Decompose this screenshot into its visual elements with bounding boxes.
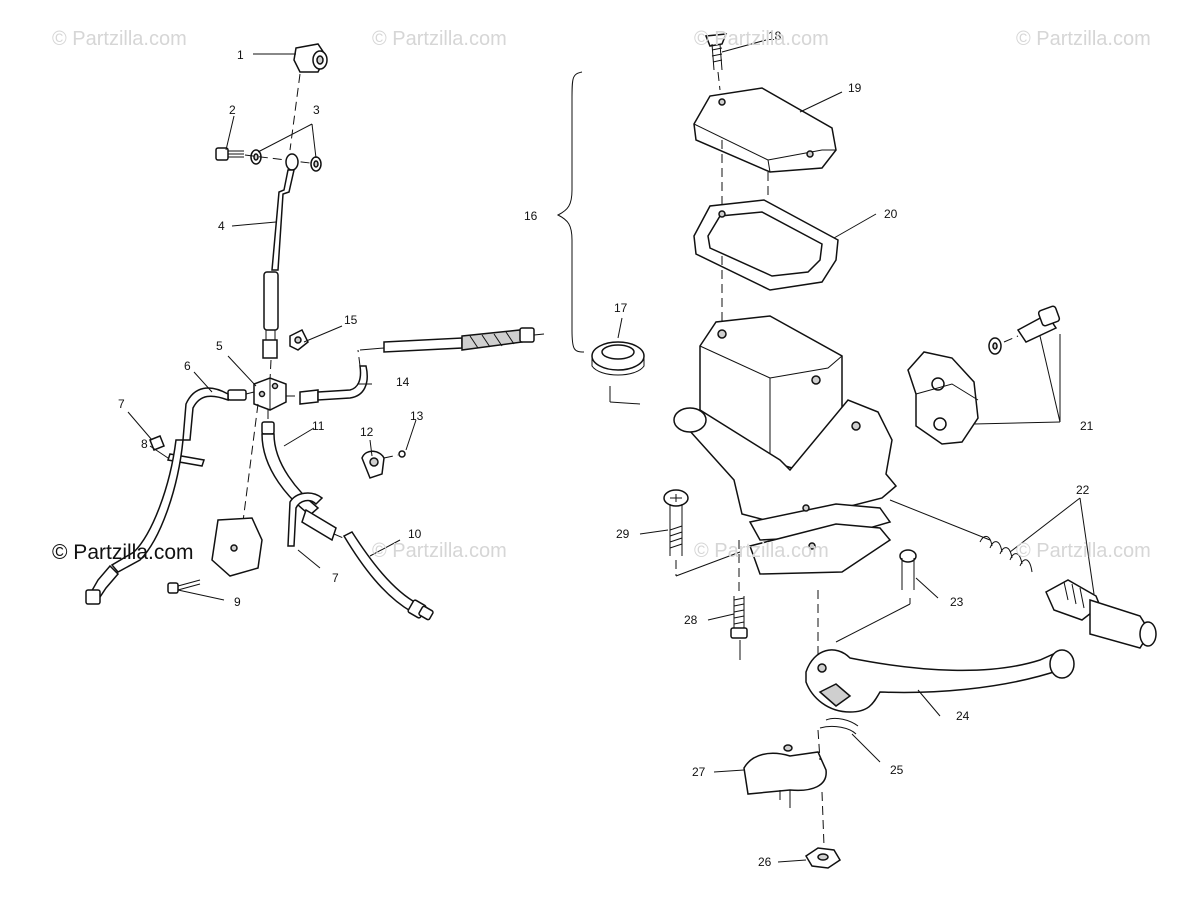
part-24-brake-lever[interactable] [805, 649, 1075, 713]
part-11-brake-hose[interactable] [261, 410, 337, 542]
watermark: © Partzilla.com [1016, 28, 1151, 50]
part-9-bolt[interactable] [167, 517, 263, 594]
callout-2: 2 [229, 103, 236, 117]
callout-12: 12 [360, 425, 374, 439]
callout-23: 23 [950, 595, 964, 609]
part-21-bolt[interactable] [988, 305, 1061, 355]
watermark-foreground: © Partzilla.com [52, 541, 194, 564]
callout-7a: 7 [118, 397, 125, 411]
callout-28: 28 [684, 613, 698, 627]
watermark: © Partzilla.com [694, 28, 829, 50]
callout-22: 22 [1076, 483, 1090, 497]
part-20-gasket[interactable] [693, 199, 839, 291]
part-7-hose-clip-right[interactable] [287, 492, 324, 547]
part-10-brake-hose[interactable] [333, 531, 434, 621]
part-5-junction-block[interactable] [253, 377, 287, 411]
callout-18: 18 [768, 29, 782, 43]
callout-14: 14 [396, 375, 410, 389]
part-15-fitting-cap[interactable] [289, 328, 309, 351]
part-14-brake-hose[interactable] [299, 327, 545, 405]
part-21-clamp[interactable] [907, 351, 979, 445]
callout-15: 15 [344, 313, 358, 327]
watermark: © Partzilla.com [694, 540, 829, 562]
part-12-banjo-bolt[interactable] [361, 450, 385, 479]
callout-7b: 7 [332, 571, 339, 585]
callout-26: 26 [758, 855, 772, 869]
callout-6: 6 [184, 359, 191, 373]
part-29-screw[interactable] [663, 489, 689, 556]
part-1-tee-fitting[interactable] [293, 43, 328, 73]
callout-3: 3 [313, 103, 320, 117]
part-28-screw[interactable] [730, 596, 748, 639]
part-4-brake-line[interactable] [262, 153, 299, 359]
callout-8: 8 [141, 437, 148, 451]
callout-19: 19 [848, 81, 862, 95]
leader-lines [127, 39, 1095, 863]
callout-11: 11 [312, 419, 325, 433]
callout-numbers: 1 2 3 4 15 5 6 7 8 14 13 12 11 10 7 9 18… [118, 29, 1094, 869]
callout-10: 10 [408, 527, 422, 541]
callout-24: 24 [956, 709, 970, 723]
part-13-washer[interactable] [398, 450, 406, 458]
watermark: © Partzilla.com [372, 540, 507, 562]
part-2-bolt[interactable] [215, 147, 244, 161]
callout-17: 17 [614, 301, 628, 315]
watermark: © Partzilla.com [1016, 540, 1151, 562]
part-22-piston-spring[interactable] [979, 536, 1157, 649]
callout-4: 4 [218, 219, 225, 233]
part-23-pin[interactable] [899, 549, 917, 590]
part-18-screw[interactable] [704, 33, 728, 71]
part-6-brake-hose[interactable] [182, 387, 247, 441]
callout-13: 13 [410, 409, 424, 423]
master-cylinder-body[interactable] [673, 315, 898, 575]
callout-5: 5 [216, 339, 223, 353]
part-8-brake-hose[interactable] [85, 439, 184, 605]
callout-1: 1 [237, 48, 244, 62]
part-19-reservoir-cover[interactable] [693, 87, 837, 173]
callout-25: 25 [890, 763, 904, 777]
watermark: © Partzilla.com [52, 28, 187, 50]
part-25-spring[interactable] [819, 717, 859, 735]
callout-27: 27 [692, 765, 706, 779]
part-17-boot[interactable] [591, 341, 645, 376]
part-26-nut[interactable] [804, 847, 842, 869]
callout-9: 9 [234, 595, 241, 609]
watermark: © Partzilla.com [372, 28, 507, 50]
callout-21: 21 [1080, 419, 1094, 433]
callout-29: 29 [616, 527, 630, 541]
part-27-bracket[interactable] [743, 744, 827, 808]
callout-16: 16 [524, 209, 538, 223]
callout-20: 20 [884, 207, 898, 221]
